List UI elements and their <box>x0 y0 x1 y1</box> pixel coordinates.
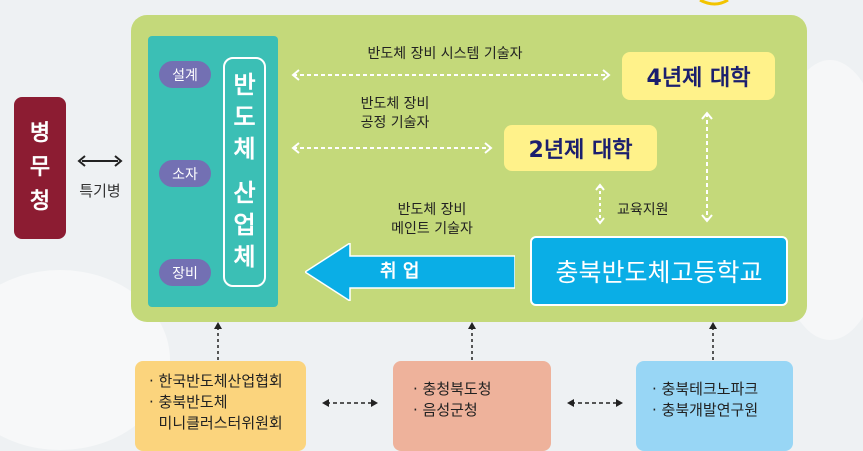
label-to-two-year-line-1: 반도체 장비 <box>360 96 430 112</box>
industry-label: 반 도 체 산 업 체 <box>223 57 266 287</box>
four-year-university: 4년제 대학 <box>622 52 775 100</box>
industry-char-6: 체 <box>233 243 256 271</box>
double-arrow-icon <box>322 399 378 407</box>
industry-char-1: 반 <box>233 71 256 99</box>
partner-technopark-line-1: · 충북테크노파크 <box>652 380 759 398</box>
pill-device: 소자 <box>159 160 211 187</box>
agency-char-1: 병 <box>29 121 51 146</box>
employment-label: 취 업 <box>380 261 420 282</box>
industry-char-5: 업 <box>233 211 256 239</box>
connector-layer <box>291 69 713 225</box>
partner-technopark-line-2: · 충북개발연구원 <box>652 401 759 419</box>
label-to-four-year: 반도체 장비 시스템 기술자 <box>367 46 523 62</box>
support-arrows <box>214 322 717 360</box>
label-employment-role-line-1: 반도체 장비 <box>397 202 467 218</box>
partner-government: · 충청북도청 · 음성군청 <box>393 361 551 451</box>
pill-equipment: 장비 <box>159 259 211 286</box>
double-arrow-icon <box>567 399 623 407</box>
partner-government-line-2: · 음성군청 <box>413 401 478 419</box>
school-box: 충북반도체고등학교 <box>530 236 788 306</box>
partner-association-line-2: · 충북반도체 <box>149 393 228 411</box>
partner-government-line-1: · 충청북도청 <box>413 380 492 398</box>
label-employment-role-line-2: 메인트 기술자 <box>391 221 473 237</box>
partner-technopark: · 충북테크노파크 · 충북개발연구원 <box>636 361 793 451</box>
label-edu-support: 교육지원 <box>617 202 669 218</box>
two-year-university: 2년제 대학 <box>504 125 657 171</box>
special-soldier-label: 특기병 <box>79 182 121 200</box>
label-to-two-year: 반도체 장비 공정 기술자 <box>340 95 450 133</box>
label-employment-role: 반도체 장비 메인트 기술자 <box>372 201 492 239</box>
industry-char-2: 도 <box>233 103 256 131</box>
partner-association-line-3: 미니클러스터위원회 <box>149 414 283 432</box>
agency-char-2: 무 <box>29 155 51 180</box>
pill-design: 설계 <box>159 61 211 88</box>
double-arrow-icon <box>77 155 123 167</box>
employment-arrow <box>305 243 515 301</box>
industry-char-4: 산 <box>233 179 256 207</box>
partner-association: · 한국반도체산업협회 · 충북반도체 미니클러스터위원회 <box>135 361 306 451</box>
agency-box: 병 무 청 <box>14 97 66 239</box>
label-to-two-year-line-2: 공정 기술자 <box>360 115 430 131</box>
partner-association-line-1: · 한국반도체산업협회 <box>149 372 283 390</box>
agency-char-3: 청 <box>29 189 51 214</box>
industry-char-3: 체 <box>233 135 256 163</box>
